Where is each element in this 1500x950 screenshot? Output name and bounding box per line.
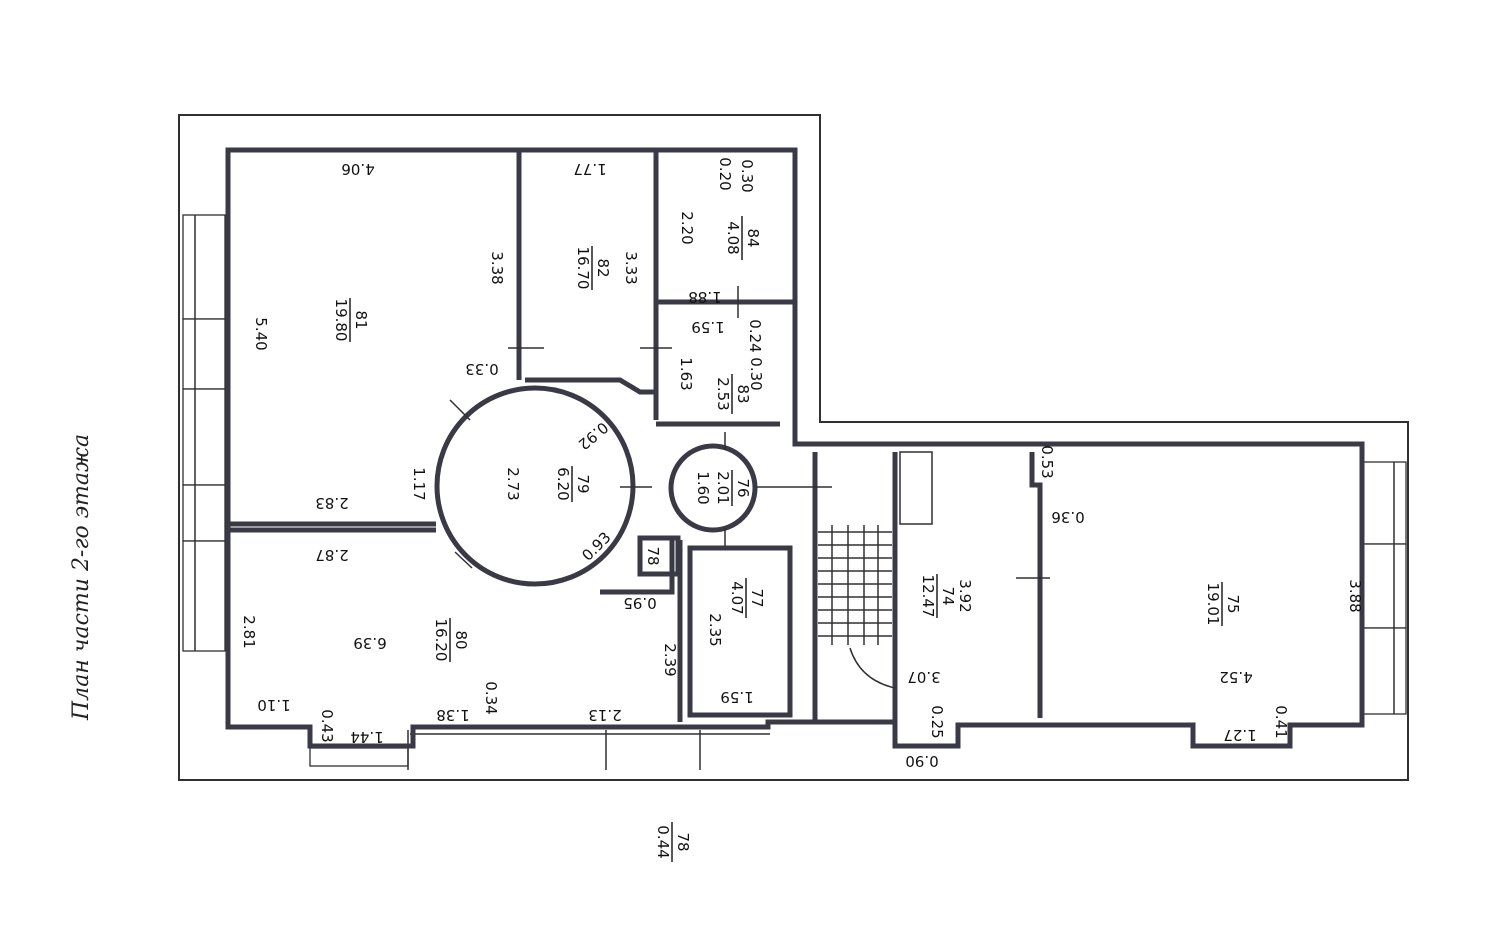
room-id: 84 [744,228,762,247]
dim-label: 0.36 [1051,508,1084,526]
room-id: 82 [594,258,612,277]
dim-label: 4.52 [1219,668,1252,686]
dim-label: 1.38 [436,706,469,724]
dim-label: 3.33 [622,251,640,284]
dimension-labels: 4.06 1.77 0.20 0.30 2.20 1.88 3.38 3.33 … [240,157,1364,770]
dim-label: 1.77 [573,160,606,178]
room-78-label: 78 [644,546,662,565]
dim-label: 2.35 [706,613,724,646]
room-id: 74 [939,586,957,605]
room-area: 2.01 [714,471,732,504]
room-id: 81 [352,310,370,329]
room-area: 6.20 [554,467,572,500]
dim-label: 3.92 [956,579,974,612]
dim-label: 0.43 [318,709,336,742]
dim-label: 0.20 [716,157,734,190]
room-area: 16.20 [432,619,450,662]
dim-label: 1.17 [410,467,428,500]
dim-label: 2.81 [240,615,258,648]
dim-label: 0.53 [1038,445,1056,478]
room-area: 19.80 [332,299,350,342]
dim-label: 0.90 [905,752,938,770]
dim-label: 0.30 [747,357,765,390]
room-id: 76 [734,478,752,497]
dim-label: 3.38 [488,251,506,284]
room-area: 4.07 [728,581,746,614]
right-windows [1361,461,1407,715]
room-id: 77 [748,588,766,607]
dim-label: 0.93 [578,528,614,564]
dim-label: 3.88 [1346,579,1364,612]
staircase [818,451,933,689]
dim-label: 2.20 [678,211,696,244]
plan-title: План части 2-го этажа [69,434,94,721]
dim-label: 0.33 [465,360,498,378]
dim-label: 1.44 [350,728,383,746]
dim-label: 1.60 [694,471,712,504]
walls [225,147,1365,749]
dim-label: 1.59 [691,318,724,336]
room-area: 16.70 [574,247,592,290]
room-area: 4.08 [724,221,742,254]
room-id: 78 [674,832,692,851]
dim-label: 0.25 [928,705,946,738]
door-marks [449,286,1050,579]
dim-label: 2.73 [504,467,522,500]
left-windows [182,214,226,652]
dim-label: 0.41 [1272,705,1290,738]
dim-label: 2.83 [315,494,348,512]
dim-label: 0.92 [575,418,612,453]
dim-label: 1.88 [688,288,721,306]
room-area: 12.47 [919,575,937,618]
dim-label: 5.40 [252,317,270,350]
room-area: 2.53 [714,377,732,410]
dim-label: 0.30 [738,159,756,192]
dim-label: 3.07 [907,668,940,686]
dim-label: 0.95 [623,594,656,612]
dim-label: 2.39 [661,643,679,676]
room-area: 19.01 [1204,583,1222,626]
dim-label: 1.59 [720,688,753,706]
room-area: 0.44 [654,825,672,858]
dim-label: 2.87 [315,546,348,564]
outer-outline [178,114,1409,781]
dim-label: 1.10 [257,696,290,714]
dim-label: 0.24 [746,319,764,352]
dim-label: 4.06 [341,160,374,178]
dim-label: 6.39 [353,634,386,652]
room-id: 83 [734,384,752,403]
room-id: 79 [574,474,592,493]
dim-label: 2.13 [588,706,621,724]
dim-label: 1.27 [1223,726,1256,744]
room-id: 80 [452,630,470,649]
dim-label: 0.34 [482,681,500,714]
dim-label: 1.63 [677,357,695,390]
room-id: 75 [1224,594,1242,613]
